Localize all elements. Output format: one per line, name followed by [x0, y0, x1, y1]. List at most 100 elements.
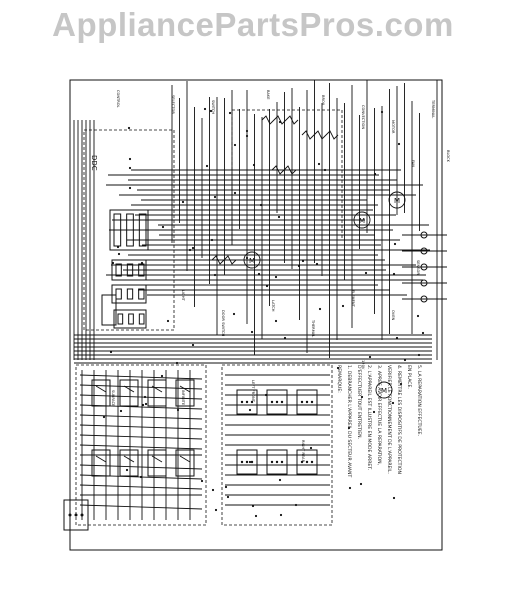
junction-dot [175, 361, 179, 365]
junction-dot [392, 272, 396, 276]
junction-dot [128, 157, 132, 161]
convection-element-symbol [271, 165, 297, 175]
door-lock-motor [375, 381, 393, 399]
junction-dot [210, 238, 214, 242]
junction-dot [359, 482, 363, 486]
junction-dot [309, 446, 313, 450]
junction-dot [278, 478, 282, 482]
junction-dot [252, 163, 256, 167]
bake-element-symbol [261, 115, 299, 125]
relay-contact [128, 313, 134, 325]
cooling-fan-motor [353, 211, 371, 229]
junction-dot [176, 408, 180, 412]
switch-pin [310, 400, 314, 404]
junction-dot [259, 203, 263, 207]
junction-dot [279, 513, 283, 517]
switch-pin [300, 400, 304, 404]
junction-dot [188, 248, 192, 252]
junction-dot [144, 402, 148, 406]
junction-dot [416, 314, 420, 318]
switch-pin [310, 460, 314, 464]
component-label: 120V [361, 360, 365, 370]
switch-pin [270, 460, 274, 464]
switch-pin [270, 400, 274, 404]
junction-dot [224, 485, 228, 489]
terminal-pin [80, 513, 84, 517]
oven-light-symbol [211, 255, 237, 265]
infinite-switch [91, 379, 111, 407]
wire [79, 464, 203, 470]
wire [79, 424, 203, 430]
relay-contact [138, 263, 145, 277]
infinite-switch [91, 449, 111, 477]
wire [79, 504, 203, 510]
switch-pin [250, 400, 254, 404]
junction-dot [297, 264, 301, 268]
relay-contact [126, 213, 134, 247]
junction-dot [348, 486, 352, 490]
terminal-pin [74, 513, 78, 517]
junction-dot [341, 304, 345, 308]
terminal-post [420, 295, 428, 303]
junction-dot [283, 336, 287, 340]
door-lock-motor-label: M [381, 387, 387, 395]
diagram-frame [69, 79, 443, 551]
junction-dot [102, 415, 106, 419]
junction-dot [233, 143, 237, 147]
junction-dot [245, 134, 249, 138]
junction-dot [111, 261, 115, 265]
junction-dot [139, 475, 143, 479]
component-label: SWITCH [211, 100, 215, 114]
ddc-label: DDC [90, 155, 98, 171]
door-latch-motor-label: M [249, 257, 255, 265]
component-label: DOOR SWITCH [221, 310, 225, 336]
junction-dot [397, 142, 401, 146]
convection-fan-motor-label: M [394, 197, 400, 205]
convection-fan-motor [388, 191, 406, 209]
surface-switch-panel-right [221, 364, 333, 526]
junction-dot [191, 343, 195, 347]
component-label: TERMINAL [431, 99, 435, 118]
wire [79, 444, 203, 450]
infinite-switch [119, 449, 139, 477]
relay-block [109, 209, 149, 251]
component-label: SENSOR [416, 260, 420, 275]
junction-dot [213, 273, 217, 277]
junction-dot [274, 275, 278, 279]
junction-dot [203, 107, 207, 111]
switch-contact [123, 385, 135, 393]
junction-dot [166, 319, 170, 323]
junction-dot [117, 252, 121, 256]
terminal-post [420, 263, 428, 271]
wire [79, 384, 203, 390]
wire [79, 394, 203, 400]
switch-pin [250, 460, 254, 464]
component-label: ELEMENT [351, 290, 355, 308]
junction-dot [417, 353, 421, 357]
junction-dot [226, 495, 230, 499]
surface-switch-panel-left [75, 364, 207, 526]
relay-block [101, 294, 117, 326]
junction-dot [213, 195, 217, 199]
junction-dot [181, 200, 185, 204]
junction-dot [233, 191, 237, 195]
relay-contact [117, 313, 124, 325]
switch-pin [280, 400, 284, 404]
ddc-module-outline [83, 129, 175, 331]
relay-contact [126, 263, 134, 277]
relay-block [111, 259, 147, 281]
switch-pin [275, 460, 279, 464]
switch-pin [245, 460, 249, 464]
relay-contact [115, 263, 122, 277]
switch-pin [245, 400, 249, 404]
junction-dot [403, 358, 407, 362]
notes-block: REMARQUE:1. DEBRANCHER L'APPAREIL DU SEC… [336, 365, 422, 477]
junction-dot [336, 366, 340, 370]
junction-dot [347, 426, 351, 430]
watermark-logo: AppliancePartsPros.com [52, 6, 454, 43]
element-symbols [211, 115, 406, 399]
junction-dot [119, 409, 123, 413]
note-line: 3. APRES AVOIR EFFECTUE LA REPARATION, [376, 365, 382, 466]
switch-contact [179, 385, 191, 393]
